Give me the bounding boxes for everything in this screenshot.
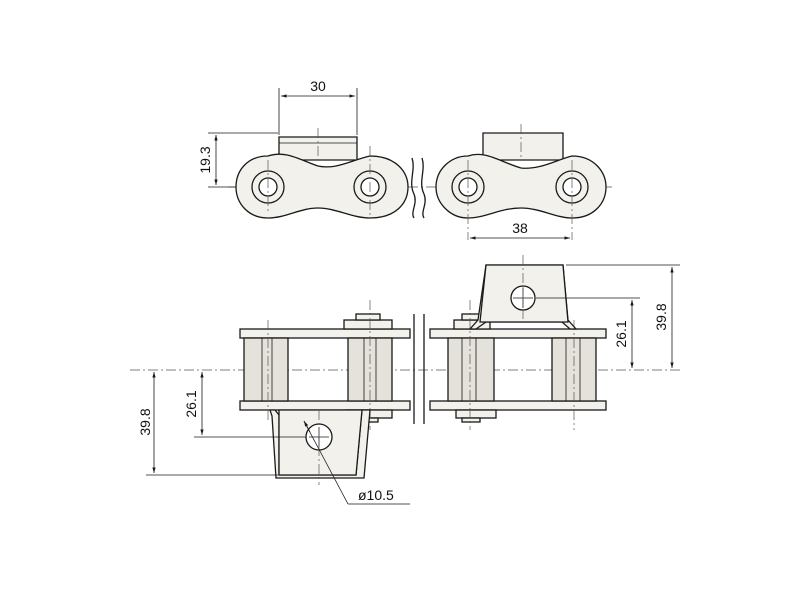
- right-attachment-tab: [482, 132, 564, 161]
- dim-left-39-8-label: 39.8: [137, 408, 153, 435]
- left-roller-1: [243, 337, 289, 402]
- left-pin-head-top: [343, 319, 393, 330]
- dim-19-3-label: 19.3: [197, 146, 213, 173]
- front-top-plate-right: [429, 328, 607, 339]
- dim-right-39-8-label: 39.8: [653, 303, 669, 330]
- front-bottom-plate-left: [239, 400, 411, 411]
- front-top-plate-left: [239, 328, 411, 339]
- hole-leader-line: [303, 420, 349, 505]
- hole-diameter-label: ø10.5: [358, 487, 394, 503]
- dim-30-label: 30: [310, 78, 326, 94]
- top-view: 30 19.3 38: [197, 78, 612, 240]
- right-pin-head-bottom: [455, 409, 497, 419]
- dim-right-26-1-label: 26.1: [613, 320, 629, 347]
- dim-38-label: 38: [512, 220, 528, 236]
- right-roller-1: [447, 337, 495, 402]
- dim-left-26-1-label: 26.1: [183, 390, 199, 417]
- front-bottom-plate-right: [429, 400, 607, 411]
- break-line-left: [411, 157, 416, 219]
- front-view: 39.8 26.1 39.8 26.1 ø10.5: [130, 255, 680, 505]
- break-line-right: [421, 157, 426, 219]
